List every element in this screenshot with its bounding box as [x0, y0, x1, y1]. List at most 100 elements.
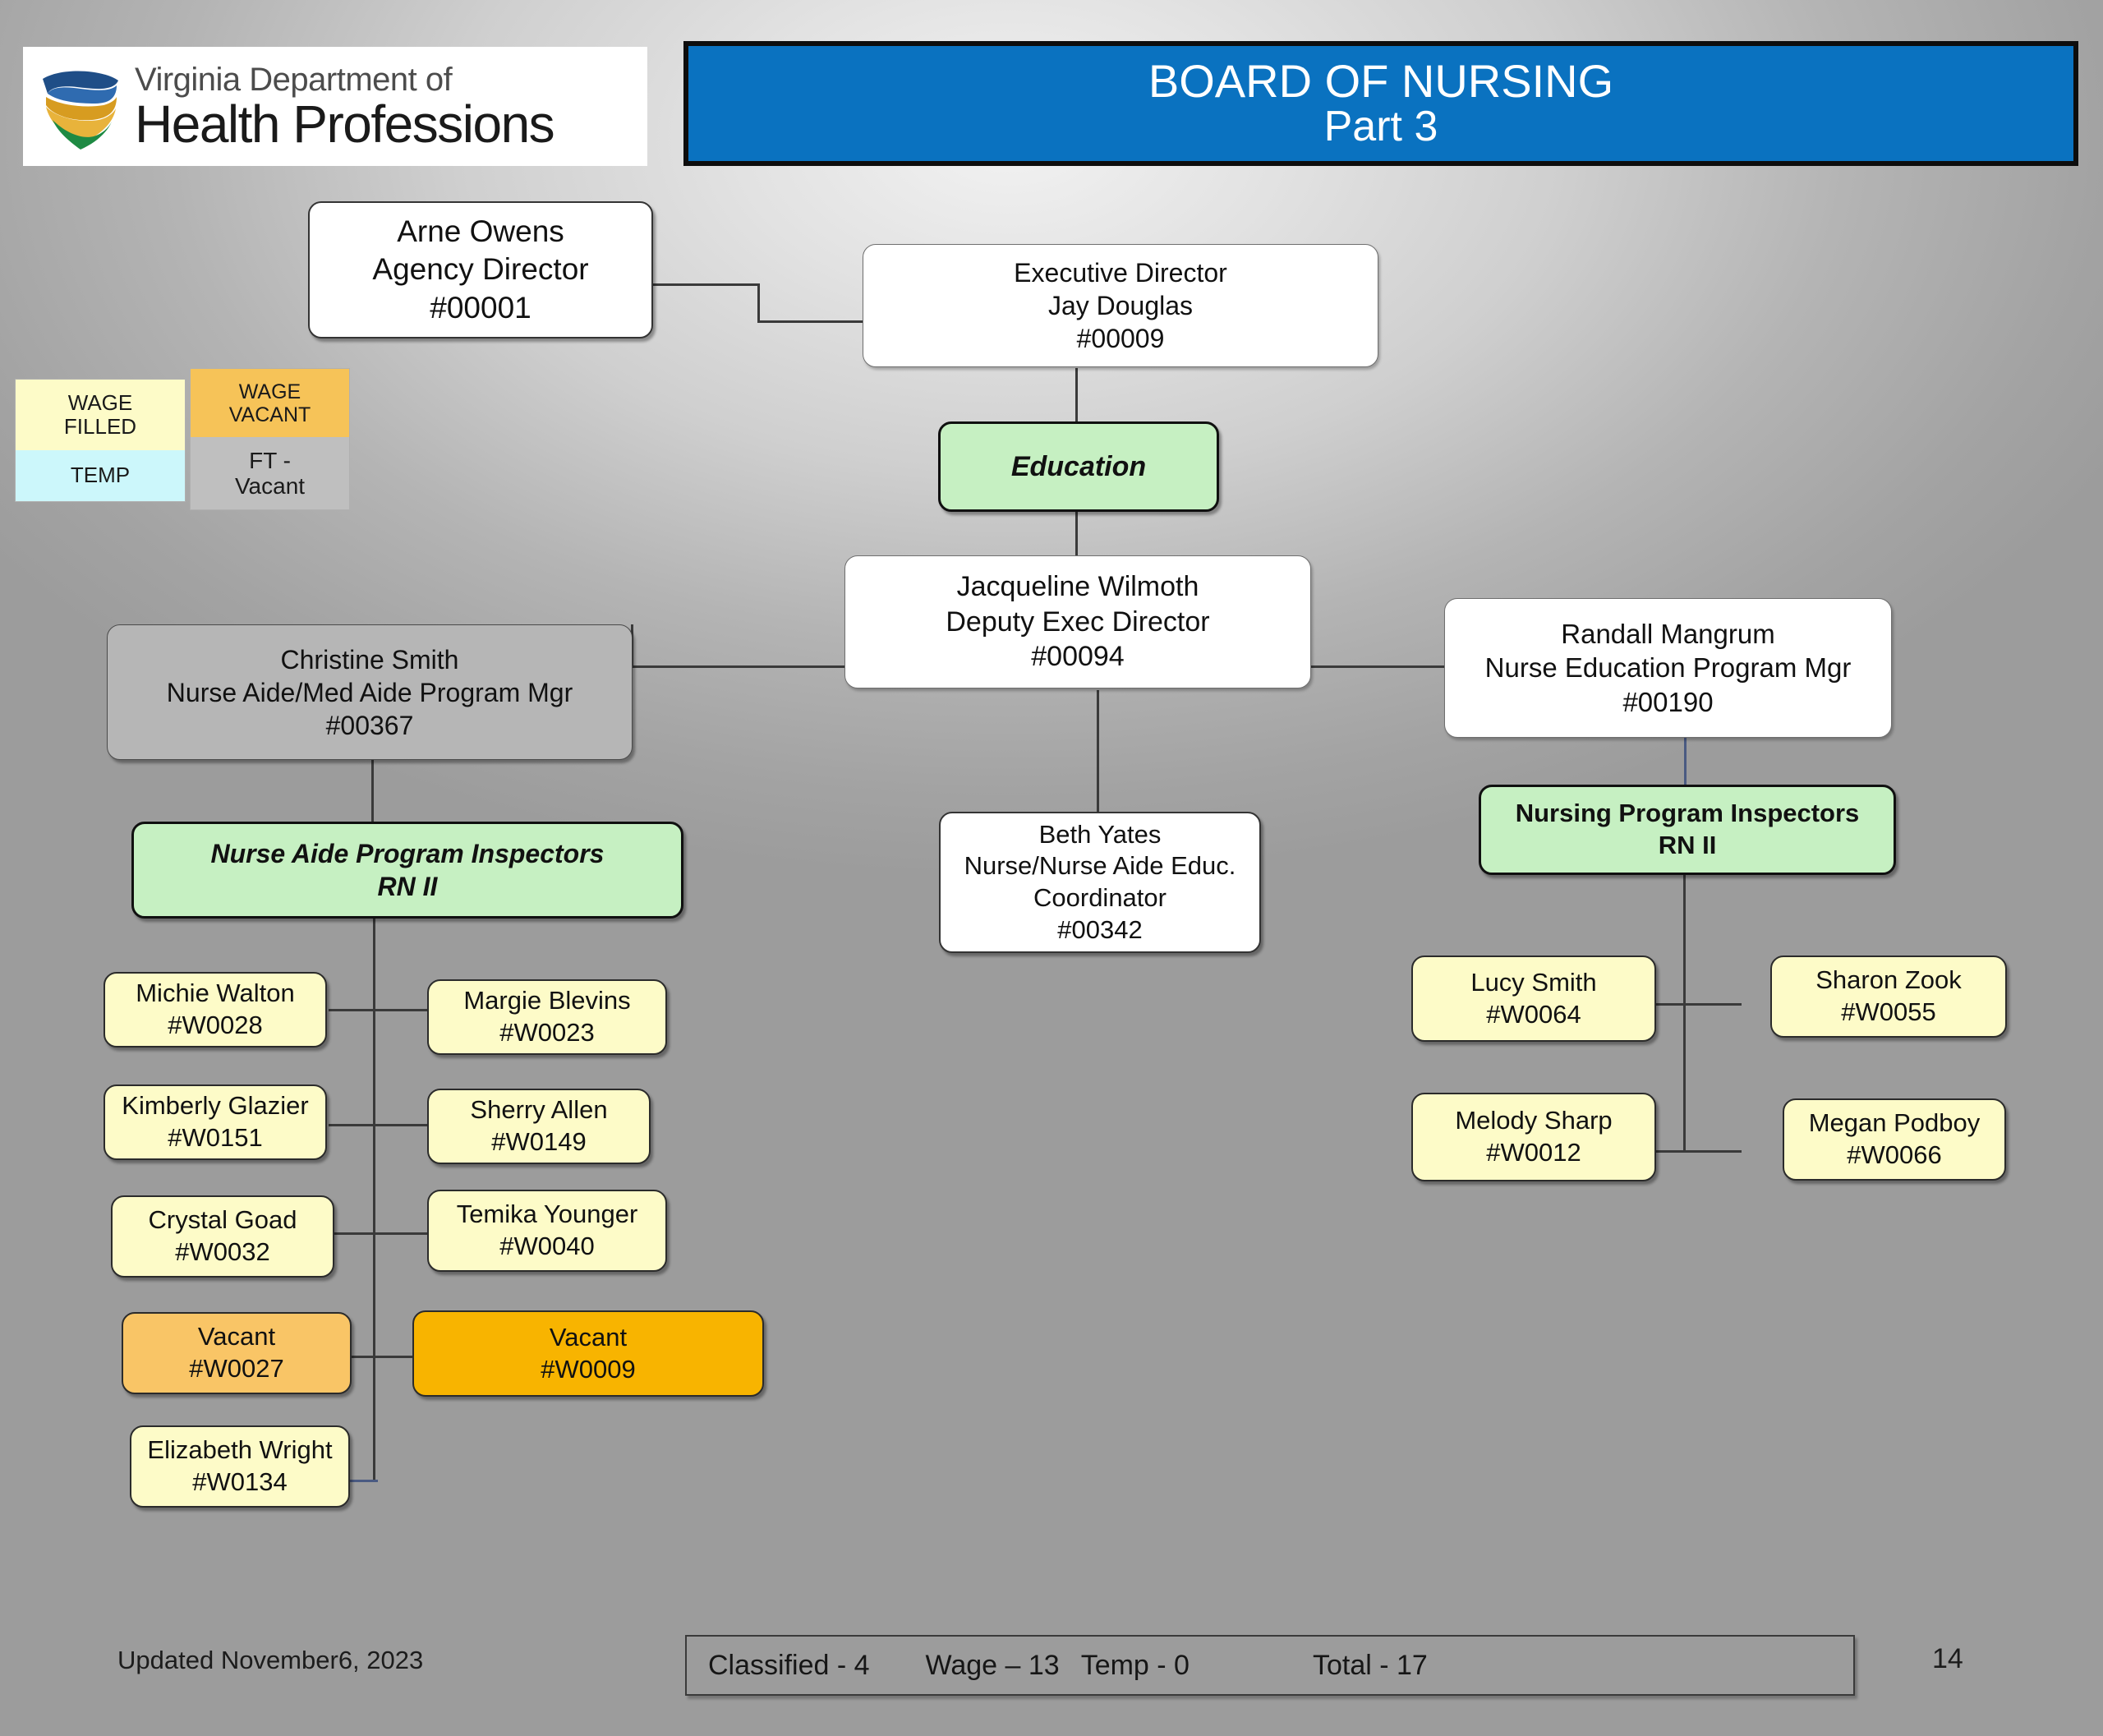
connector-agency-to-exec-h2 [757, 320, 864, 323]
connector-agency-to-exec-v [757, 283, 760, 323]
legend-ft-vacant-label: FT -Vacant [234, 447, 306, 499]
slide-title-line-1: BOARD OF NURSING [1148, 55, 1614, 108]
nurse-edu-mgr-id: #00190 [1622, 686, 1714, 717]
legend-temp-label: TEMP [70, 463, 131, 488]
staff-name: Sharon Zook [1815, 965, 1962, 995]
staff-id: #W0064 [1486, 999, 1581, 1029]
staff-box-sherry-allen[interactable]: Sherry Allen #W0149 [427, 1089, 651, 1164]
staff-box-michie-walton[interactable]: Michie Walton #W0028 [104, 972, 327, 1048]
staff-box-kimberly-glazier[interactable]: Kimberly Glazier #W0151 [104, 1084, 327, 1160]
staff-box-temika-younger[interactable]: Temika Younger #W0040 [427, 1190, 667, 1272]
deputy-exec-director-id: #00094 [1031, 641, 1125, 673]
deputy-exec-director-title: Deputy Exec Director [946, 606, 1210, 638]
education-group-label: Education [1010, 450, 1147, 482]
staff-id: #W0134 [192, 1467, 288, 1496]
nurse-aide-mgr-id: #00367 [325, 710, 414, 740]
staff-name: Margie Blevins [463, 986, 631, 1015]
staff-box-crystal-goad[interactable]: Crystal Goad #W0032 [111, 1195, 334, 1278]
node-nurse-aide-educ-coordinator[interactable]: Beth Yates Nurse/Nurse Aide Educ. Coordi… [939, 812, 1261, 953]
node-education-group[interactable]: Education [938, 421, 1219, 512]
agency-director-title: Agency Director [372, 252, 589, 287]
connector-na-inspectors-spine [373, 918, 375, 1482]
vdhp-logo: Virginia Department of Health Profession… [23, 47, 647, 166]
connector-agency-to-exec-h1 [653, 283, 760, 286]
connector-deputy-to-coordinator [1097, 690, 1099, 813]
staff-box-lucy-smith[interactable]: Lucy Smith #W0064 [1411, 955, 1656, 1042]
node-nursing-program-inspectors[interactable]: Nursing Program Inspectors RN II [1479, 785, 1896, 875]
staff-name: Elizabeth Wright [147, 1435, 333, 1465]
staff-name: Vacant [549, 1322, 628, 1352]
connector-exec-to-education [1075, 368, 1078, 432]
deputy-exec-director-name: Jacqueline Wilmoth [956, 571, 1199, 603]
node-nurse-aide-med-aide-program-mgr[interactable]: Christine Smith Nurse Aide/Med Aide Prog… [107, 624, 633, 760]
staff-id: #W0055 [1841, 997, 1936, 1026]
logo-line-1: Virginia Department of [135, 61, 453, 98]
staff-box-sharon-zook[interactable]: Sharon Zook #W0055 [1770, 955, 2007, 1038]
connector-na-row-1 [329, 1009, 427, 1011]
staff-id: #W0151 [168, 1123, 263, 1152]
connector-deputy-to-nurse-edu-mgr-h [1311, 665, 1525, 668]
na-inspectors-line-2: RN II [377, 872, 438, 901]
nurse-aide-mgr-title: Nurse Aide/Med Aide Program Mgr [166, 677, 573, 707]
nurse-edu-mgr-title: Nurse Education Program Mgr [1484, 652, 1852, 684]
staff-id: #W0023 [499, 1018, 595, 1047]
node-nurse-education-program-mgr[interactable]: Randall Mangrum Nurse Education Program … [1444, 598, 1892, 738]
slide-title-banner: BOARD OF NURSING Part 3 [683, 41, 2078, 166]
staff-box-melody-sharp[interactable]: Melody Sharp #W0012 [1411, 1093, 1656, 1181]
staff-name: Megan Podboy [1808, 1108, 1981, 1138]
count-classified: Classified - 4 [708, 1649, 870, 1681]
page-number: 14 [1932, 1643, 1963, 1674]
executive-director-title: Executive Director [1014, 258, 1227, 288]
staff-id: #W0066 [1847, 1140, 1942, 1169]
connector-np-inspectors-spine [1683, 873, 1686, 1153]
agency-director-name: Arne Owens [397, 214, 564, 249]
legend-temp: TEMP [16, 450, 185, 501]
logo-line-2: Health Professions [135, 94, 555, 154]
staff-id: #W0027 [189, 1354, 284, 1383]
coordinator-name: Beth Yates [1038, 819, 1162, 849]
staff-name: Temika Younger [456, 1200, 638, 1229]
executive-director-id: #00009 [1076, 324, 1165, 353]
coordinator-id: #00342 [1057, 914, 1143, 944]
staff-id: #W0012 [1486, 1138, 1581, 1167]
connector-na-row-3 [329, 1232, 427, 1235]
connector-deputy-to-nurse-aide-mgr-h [633, 665, 846, 668]
staff-box-vacant-w0009[interactable]: Vacant #W0009 [412, 1310, 764, 1397]
node-deputy-exec-director[interactable]: Jacqueline Wilmoth Deputy Exec Director … [844, 555, 1311, 688]
connector-np-row-1 [1643, 1003, 1742, 1006]
headcount-summary-bar: Classified - 4 Wage – 13 Temp - 0 Total … [685, 1635, 1855, 1696]
executive-director-name: Jay Douglas [1047, 291, 1194, 320]
staff-name: Melody Sharp [1455, 1106, 1613, 1135]
count-total: Total - 17 [1312, 1649, 1428, 1681]
node-nurse-aide-program-inspectors[interactable]: Nurse Aide Program Inspectors RN II [131, 822, 683, 919]
connector-mgr-to-na-inspectors [371, 759, 374, 822]
staff-id: #W0040 [499, 1232, 595, 1260]
connector-na-row-2 [329, 1124, 427, 1126]
staff-name: Vacant [197, 1322, 276, 1352]
legend-ft-vacant: FT -Vacant [191, 437, 349, 509]
coordinator-title-1: Nurse/Nurse Aide Educ. [964, 851, 1236, 881]
staff-box-margie-blevins[interactable]: Margie Blevins #W0023 [427, 979, 667, 1055]
np-inspectors-line-1: Nursing Program Inspectors [1515, 799, 1860, 828]
agency-director-id: #00001 [430, 290, 532, 325]
connector-na-row-5 [345, 1480, 378, 1482]
staff-box-vacant-w0027[interactable]: Vacant #W0027 [122, 1312, 352, 1394]
staff-name: Crystal Goad [148, 1205, 297, 1235]
node-agency-director[interactable]: Arne Owens Agency Director #00001 [308, 201, 653, 338]
node-executive-director[interactable]: Executive Director Jay Douglas #00009 [863, 244, 1378, 367]
staff-name: Kimberly Glazier [122, 1091, 309, 1121]
staff-name: Lucy Smith [1470, 967, 1597, 997]
staff-box-megan-podboy[interactable]: Megan Podboy #W0066 [1783, 1098, 2006, 1181]
connector-np-row-2 [1643, 1150, 1742, 1153]
staff-id: #W0032 [175, 1237, 270, 1266]
staff-box-elizabeth-wright[interactable]: Elizabeth Wright #W0134 [130, 1425, 350, 1508]
staff-name: Michie Walton [136, 979, 295, 1008]
slide-title-line-2: Part 3 [1323, 103, 1438, 151]
na-inspectors-line-1: Nurse Aide Program Inspectors [210, 839, 605, 868]
